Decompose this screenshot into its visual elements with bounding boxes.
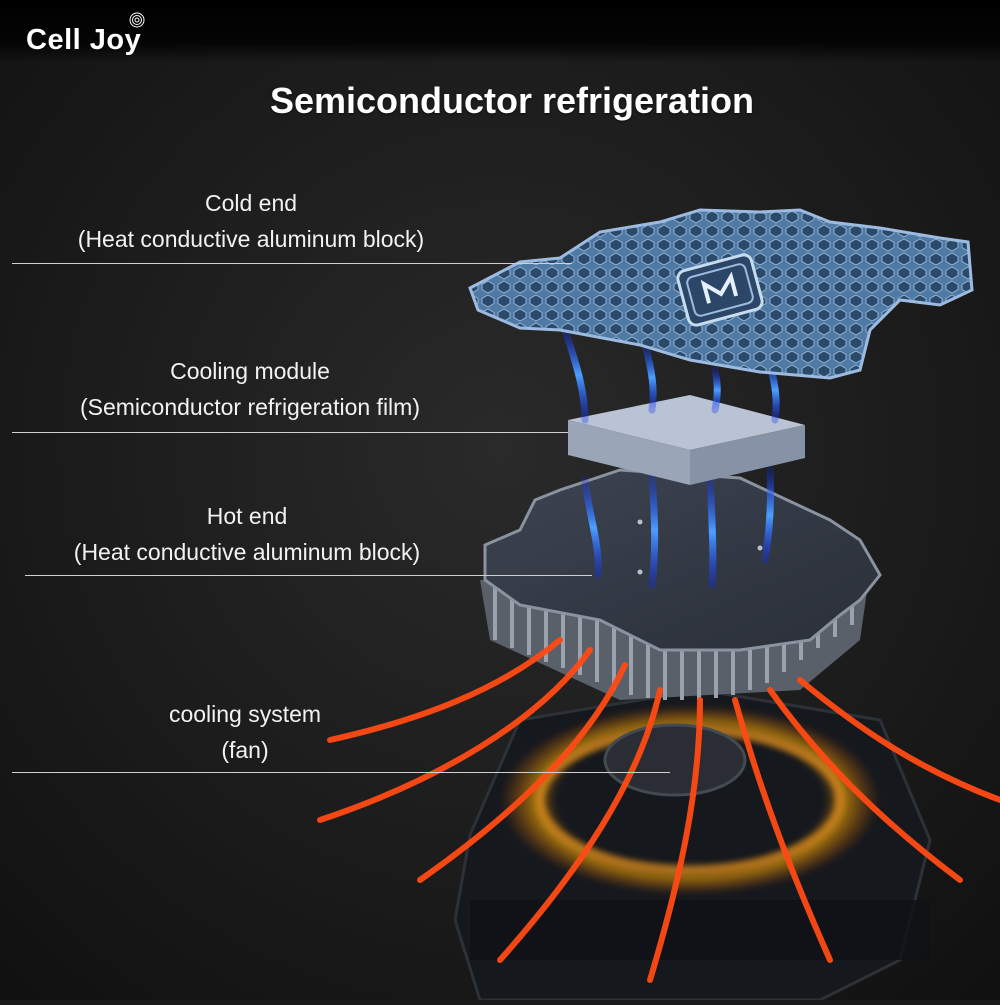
cooling-system-name: cooling system — [168, 701, 322, 727]
hot-end-desc: (Heat conductive aluminum block) — [73, 539, 421, 565]
hot-end-plate — [483, 468, 882, 652]
cooling-system-desc: (fan) — [221, 737, 269, 763]
hot-end-name: Hot end — [206, 503, 288, 529]
fan-housing — [453, 688, 932, 1002]
cooling-module-label: Cooling module (Semiconductor refrigerat… — [0, 353, 500, 425]
cold-end-plate — [468, 208, 974, 380]
heat-flow-lines — [317, 637, 1000, 983]
brand-logo: Cell Joy — [26, 24, 142, 56]
cold-end-leader-line — [12, 263, 572, 264]
peltier-module — [568, 395, 805, 485]
hot-end-label: Hot end (Heat conductive aluminum block) — [0, 498, 494, 570]
fingerprint-icon — [129, 12, 145, 28]
hot-end-leader-line — [25, 575, 592, 576]
cold-end-label: Cold end (Heat conductive aluminum block… — [0, 185, 502, 257]
cold-end-desc: (Heat conductive aluminum block) — [77, 226, 425, 252]
cooling-system-label: cooling system (fan) — [0, 696, 490, 768]
cooling-module-leader-line — [12, 432, 568, 433]
cold-end-name: Cold end — [204, 190, 298, 216]
cooling-module-desc: (Semiconductor refrigeration film) — [79, 394, 420, 420]
cooling-module-name: Cooling module — [170, 358, 330, 384]
brand-bar — [0, 0, 1000, 62]
page-title: Semiconductor refrigeration — [269, 80, 755, 121]
cooling-system-leader-line — [12, 772, 670, 773]
cold-flow-lines-lower — [581, 466, 775, 589]
